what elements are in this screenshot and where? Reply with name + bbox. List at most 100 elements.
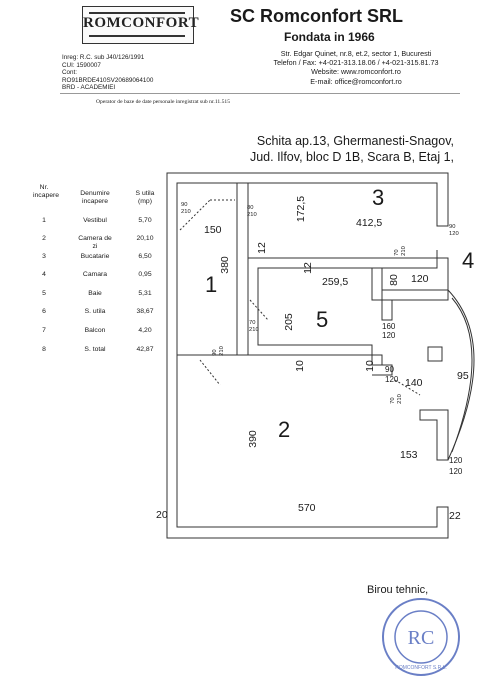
phone-line: Telefon / Fax: +4-021-313.18.06 / +4-021… [273,58,439,68]
dim-label: 120 [449,467,463,476]
column [427,346,443,362]
outer-wall [166,172,449,539]
door-label: 90 120 [449,224,459,237]
operator-note: Operator de baze de date personale inreg… [96,99,230,105]
dim-label: 205 [282,313,295,331]
door-label: 70 210 [389,394,403,404]
dim-label: 120 [382,331,396,340]
table-cell-area: 5,70 [138,217,152,224]
dim-label: 90 [385,365,394,374]
table-cell-nr: 2 [42,235,46,242]
room-number-1: 1 [205,272,218,297]
reg-line: RO91BRDE410SV20689064100 [62,76,154,84]
table-cell-nr: 8 [42,346,46,353]
logo-rule-bottom [89,35,185,37]
room-number-4: 4 [462,248,475,273]
email-line: E-mail: office@romconfort.ro [310,76,402,86]
stamp-monogram: RC [408,627,435,649]
room-number-2: 2 [278,417,291,442]
founded-line: Fondata in 1966 [284,30,375,44]
balcony-wall [451,297,473,453]
door-swing [179,199,211,231]
col-header-area: S utila (mp) [135,190,155,205]
door-label: 80 210 [247,205,257,218]
dim-label: 390 [246,430,259,448]
dim-label: 10 [293,360,306,372]
col-header-name: Denumire incapere [80,190,110,205]
header-divider [60,93,460,94]
sketch-title: Schita ap.13, Ghermanesti-Snagov, Jud. I… [222,134,454,165]
reg-line: BRD - ACADEMIEI [62,84,116,92]
door-swing [199,359,221,386]
table-cell-nr: 3 [42,253,46,260]
interior-wall [372,364,393,376]
door-label: 90 210 [181,202,191,215]
door-swing [249,299,269,321]
dim-label: 380 [218,256,231,274]
room-number-5: 5 [316,307,329,332]
dim-label: 412,5 [356,217,383,229]
interior-wall [236,183,249,356]
door-label: 90 210 [211,346,225,356]
dim-label: 172,5 [295,195,308,223]
table-cell-area: 20,10 [136,235,154,242]
dim-label: 12 [301,262,314,274]
company-address: Str. Edgar Quinet, nr.8, et.2, sector 1,… [236,49,476,86]
table-cell-area: 38,67 [136,308,154,315]
table-cell-nr: 7 [42,327,46,334]
dim-label: 570 [298,502,316,514]
company-stamp: RC ROMCONFORT S.R.L. [382,598,460,676]
dim-label: 120 [385,375,399,384]
dim-label: 10 [363,360,376,372]
table-cell-name: S. utila [84,308,106,315]
door-label: 70 210 [249,320,259,333]
table-cell-name: Baie [88,290,102,297]
pantry-wall [382,289,449,301]
interior-wall [419,409,449,461]
dim-label: 150 [204,224,222,236]
dim-label: 20 [156,509,168,521]
kitchen-wall [436,250,449,290]
dim-label: 12 [255,242,268,254]
table-cell-area: 0,95 [138,271,152,278]
dim-label: 153 [400,449,418,461]
table-cell-area: 4,20 [138,327,152,334]
bath-wall [248,257,438,356]
dim-label: 140 [405,377,423,389]
door-label: 70 210 [393,246,407,256]
table-cell-name: Camera de zi [78,235,112,250]
sketch-title-line: Jud. Ilfov, bloc D 1B, Scara B, Etaj 1, [249,149,454,164]
website-line: Website: www.romconfort.ro [311,67,401,77]
address-line: Str. Edgar Quinet, nr.8, et.2, sector 1,… [280,49,432,58]
table-cell-name: Balcon [84,327,106,334]
dim-label: 259,5 [322,276,349,288]
registration-info: Inreg: R.C. sub J40/126/1991 CUI: 159000… [62,54,153,92]
dim-label: 22 [449,510,461,522]
room-number-3: 3 [372,185,385,210]
company-name: SC Romconfort SRL [230,6,403,26]
reg-line: CUI: 1590007 [62,61,101,69]
bath-wall-right [371,268,383,301]
pantry-wall [381,300,393,321]
table-cell-name: Bucatarie [80,253,110,260]
table-cell-area: 42,87 [136,346,154,353]
dim-label: 120 [411,273,429,285]
table-cell-area: 6,50 [138,253,152,260]
table-cell-area: 5,31 [138,290,152,297]
sketch-title-line: Schita ap.13, Ghermanesti-Snagov, [256,134,454,148]
reg-line: Cont: [62,69,78,77]
dim-label: 95 [457,370,469,382]
table-cell-nr: 6 [42,308,46,315]
col-header-nr: Nr. incapere [33,184,60,199]
table-cell-nr: 1 [42,217,46,224]
reg-line: Inreg: R.C. sub J40/126/1991 [62,54,145,61]
dim-label: 160 [382,322,396,331]
logo-text: ROMCONFORT [83,15,200,31]
dim-label: 120 [449,456,463,465]
table-cell-nr: 4 [42,271,46,278]
stamp-text: ROMCONFORT S.R.L. [395,665,447,671]
door-swing [394,379,421,396]
company-logo: ROMCONFORT [82,6,200,44]
table-cell-name: Vestibul [83,217,107,224]
